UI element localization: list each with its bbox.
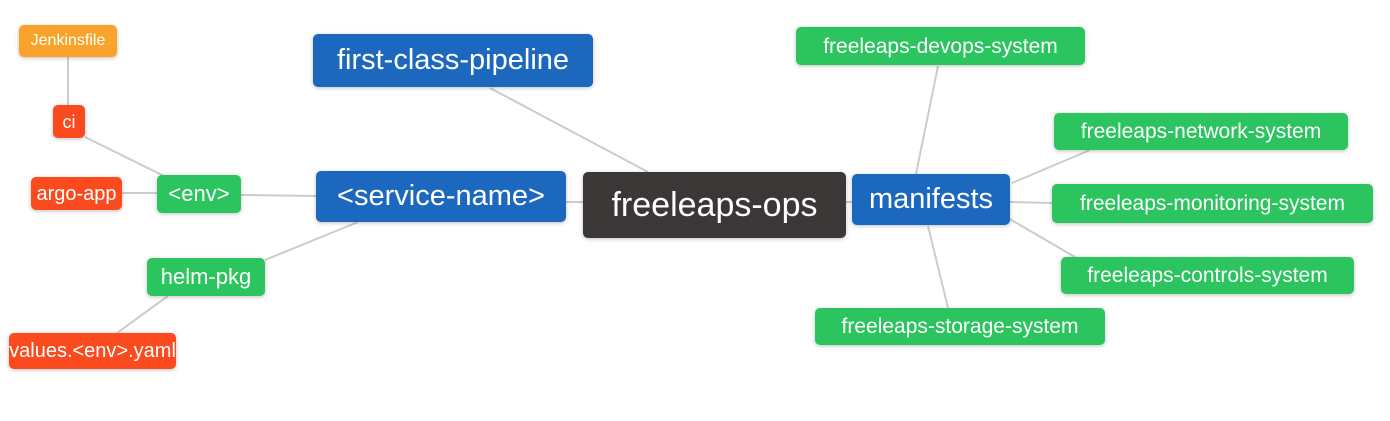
- node-freeleaps-network-system[interactable]: freeleaps-network-system: [1054, 113, 1348, 150]
- edge-manifests-monitoring: [1009, 201, 1053, 204]
- node-freeleaps-controls-system[interactable]: freeleaps-controls-system: [1061, 257, 1354, 294]
- node-freeleaps-monitoring-system[interactable]: freeleaps-monitoring-system: [1052, 184, 1373, 223]
- edge-helmpkg-servicename: [264, 221, 359, 261]
- node-argo-app[interactable]: argo-app: [31, 177, 122, 210]
- edge-ci-env: [84, 136, 167, 178]
- node-manifests[interactable]: manifests: [852, 174, 1010, 225]
- edge-manifests-devops: [915, 65, 939, 175]
- edge-manifests-network: [1011, 149, 1091, 184]
- edge-manifests-storage: [927, 225, 949, 309]
- edge-values-helmpkg: [116, 295, 169, 334]
- node-env[interactable]: <env>: [157, 175, 241, 213]
- node-ci[interactable]: ci: [53, 105, 85, 138]
- node-freeleaps-devops-system[interactable]: freeleaps-devops-system: [796, 27, 1085, 65]
- node-service-name[interactable]: <service-name>: [316, 171, 566, 222]
- node-freeleaps-ops[interactable]: freeleaps-ops: [583, 172, 846, 238]
- node-freeleaps-storage-system[interactable]: freeleaps-storage-system: [815, 308, 1105, 345]
- edge-manifests-controls: [1007, 217, 1076, 258]
- edge-fcp-ops: [489, 87, 649, 173]
- node-values-env-yaml[interactable]: values.<env>.yaml: [9, 333, 176, 369]
- node-first-class-pipeline[interactable]: first-class-pipeline: [313, 34, 593, 87]
- node-jenkinsfile[interactable]: Jenkinsfile: [19, 25, 117, 57]
- edge-env-servicename: [240, 194, 317, 197]
- node-helm-pkg[interactable]: helm-pkg: [147, 258, 265, 296]
